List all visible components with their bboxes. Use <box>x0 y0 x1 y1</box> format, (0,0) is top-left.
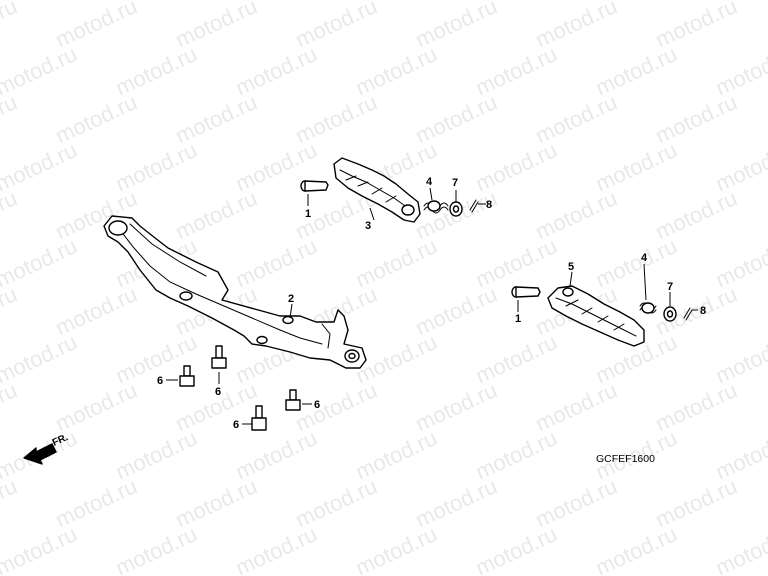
watermark-text: motod.ru <box>712 137 768 196</box>
watermark-text: motod.ru <box>592 521 681 576</box>
watermark-text: motod.ru <box>712 425 768 484</box>
watermark-text: motod.ru <box>712 521 768 576</box>
watermark-text: motod.ru <box>472 521 561 576</box>
callout-8: 8 <box>486 199 492 211</box>
footpeg-left-icon <box>333 157 421 223</box>
watermark-text: motod.ru <box>0 185 21 244</box>
callout-5: 5 <box>568 261 574 273</box>
cotter-pin-icon <box>469 199 479 213</box>
callout-6: 6 <box>314 399 320 411</box>
callout-6: 6 <box>157 375 163 387</box>
footpeg-bracket-icon <box>103 215 367 369</box>
bolt-icon <box>285 389 301 411</box>
leader-lines <box>166 187 698 425</box>
watermark-text: motod.ru <box>0 89 21 148</box>
watermark-text: motod.ru <box>0 329 81 388</box>
bolt-icon <box>251 405 267 431</box>
watermark-text: motod.ru <box>0 473 21 532</box>
cotter-pin-icon <box>683 307 693 321</box>
watermark-text: motod.ru <box>712 233 768 292</box>
callout-4: 4 <box>641 252 648 264</box>
spring-icon <box>423 200 449 214</box>
watermark-text: motod.ru <box>712 41 768 100</box>
callout-2: 2 <box>288 293 294 305</box>
bolt-icon <box>179 365 195 387</box>
callout-6: 6 <box>215 386 221 398</box>
watermark-text: motod.ru <box>0 0 21 53</box>
washer-icon <box>663 306 677 322</box>
diagram-code: GCFEF1600 <box>596 453 655 465</box>
callout-7: 7 <box>667 281 673 293</box>
callout-1: 1 <box>305 208 311 220</box>
callouts: 1 2 3 4 7 8 1 5 4 7 8 6 6 6 6 <box>157 176 706 431</box>
watermark-text: motod.ru <box>0 377 21 436</box>
pin-icon <box>300 180 329 192</box>
watermark-text: motod.ru <box>0 137 81 196</box>
watermark-text: motod.ru <box>112 521 201 576</box>
callout-8: 8 <box>700 305 706 317</box>
callout-4: 4 <box>426 176 433 188</box>
callout-1: 1 <box>515 313 521 325</box>
spring-icon <box>639 302 657 314</box>
callout-6: 6 <box>233 419 239 431</box>
watermark-text: motod.ru <box>352 521 441 576</box>
watermark-text: motod.ru <box>0 521 81 576</box>
watermark-text: motod.ru <box>0 41 81 100</box>
watermark-text: motod.ru <box>0 233 81 292</box>
bolt-icon <box>211 345 227 369</box>
callout-7: 7 <box>452 177 458 189</box>
callout-3: 3 <box>365 220 371 232</box>
watermark-text: motod.ru <box>0 281 21 340</box>
pin-icon <box>511 286 541 298</box>
washer-icon <box>449 201 463 217</box>
footpeg-right-icon <box>547 285 645 347</box>
watermark-text: motod.ru <box>232 521 321 576</box>
watermark-text: motod.ru <box>712 329 768 388</box>
